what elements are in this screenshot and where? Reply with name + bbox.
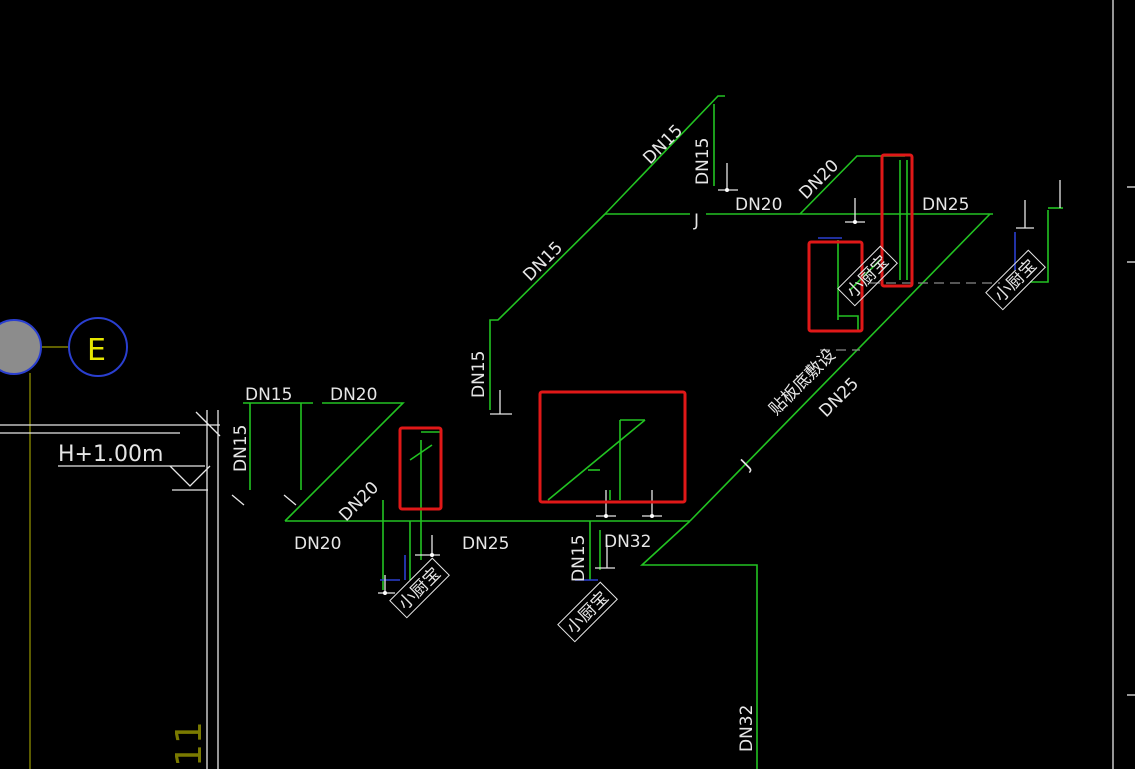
label-dn15-mid-vert: DN15 (469, 351, 489, 398)
label-j-top: J (693, 211, 699, 231)
grid-axis-e-label: E (87, 333, 106, 368)
highlight-box-4 (880, 153, 914, 288)
highlight-box-2 (538, 390, 687, 504)
label-dn15-left-top: DN15 (245, 385, 292, 405)
label-dn20-top-mid: DN20 (735, 195, 782, 215)
label-dn25-bottom: DN25 (462, 534, 509, 554)
label-dn32-bottom: DN32 (604, 532, 651, 552)
highlight-box-3 (807, 240, 864, 333)
height-mark (58, 411, 221, 491)
label-dn32-vertical: DN32 (737, 705, 757, 752)
label-dn20-left-top: DN20 (330, 385, 377, 405)
label-dn25-top-right: DN25 (922, 195, 969, 215)
grid-axis-e: E (0, 317, 128, 769)
highlight-box-1 (398, 426, 443, 511)
label-dn15-left-vert: DN15 (231, 425, 251, 472)
label-dn15-top-vert: DN15 (693, 138, 713, 185)
highlight-boxes (398, 153, 914, 511)
label-dn15-bottom-vert: DN15 (569, 535, 589, 582)
grid-number-label: 11 (169, 721, 210, 767)
grid-bubble-filled (0, 319, 42, 375)
grid-bubble-e (68, 317, 128, 377)
label-dn20-bottom-left: DN20 (294, 534, 341, 554)
sheet-border (1112, 0, 1135, 769)
height-label: H+1.00m (58, 442, 163, 467)
